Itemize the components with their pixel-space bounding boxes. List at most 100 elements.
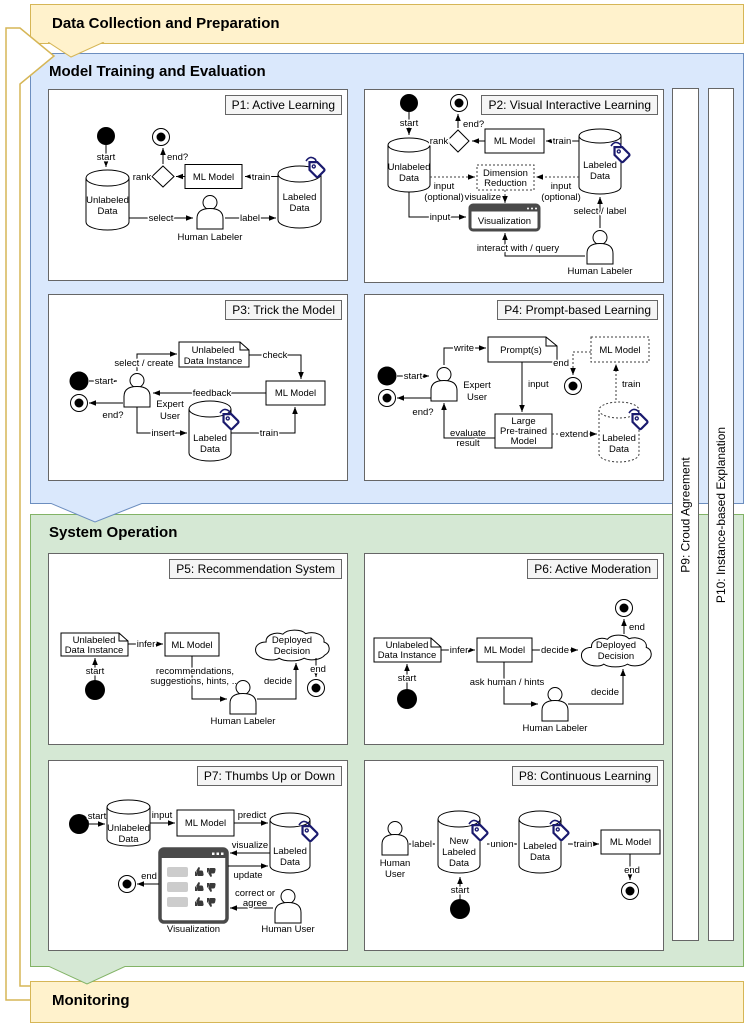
p7-labeled-data-cylinder [269, 812, 311, 874]
region-system-operation: System Operation P5: Recommendation Syst… [30, 514, 744, 967]
p7-start-node [69, 814, 89, 834]
p5-cloud-line1: Deployed [272, 635, 312, 646]
p4-end-node-mid [564, 377, 582, 395]
p1-decision-diamond [151, 165, 175, 188]
p6-ml-model-label: ML Model [484, 645, 525, 656]
p4-ml-model-box [590, 336, 650, 363]
p8-start-node [450, 899, 470, 919]
p2-human-labeler-icon [586, 230, 614, 265]
p7-ml-model-label: ML Model [185, 818, 226, 829]
panel-p6: P6: Active Moderation Unlabeled Data Ins… [364, 553, 664, 745]
p4-start-node [377, 366, 397, 386]
p7-diagram: start Unlabeled Data input ML Model pred… [69, 799, 320, 935]
p7-human-user-icon [274, 889, 302, 924]
p8-human-user-icon [381, 821, 409, 856]
p3-label-select-create: select / create [114, 358, 173, 369]
p3-title: P3: Trick the Model [225, 300, 342, 320]
phase-title-operation: System Operation [49, 524, 178, 541]
training-notch [50, 503, 144, 523]
p1-label-endq: end? [167, 152, 188, 163]
panel-p4: P4: Prompt-based Learning start Expert U… [364, 294, 664, 481]
p6-edge-ask [503, 662, 538, 707]
p2-ml-model-label: ML Model [494, 136, 535, 147]
p1-start-node [97, 127, 115, 145]
p1-human-labeler-label: Human Labeler [178, 232, 243, 243]
p2-ml-model-box [484, 128, 545, 154]
p8-new-line3: Data [449, 858, 470, 869]
banner-monitoring: Monitoring [30, 981, 744, 1023]
p5-label-rec1: recommendations, [156, 666, 234, 677]
p2-visualization-label: Visualization [478, 216, 531, 227]
p7-end-node [118, 875, 136, 893]
p5-unlabeled-instance-doc [60, 632, 129, 657]
p7-label-visualize: visualize [232, 840, 268, 851]
p8-label-start: start [451, 885, 470, 896]
p4-labeled-line2: Data [609, 444, 630, 455]
phase-title-training: Model Training and Evaluation [49, 63, 266, 80]
p8-label-label: label [412, 839, 432, 850]
p6-label-infer: infer [450, 645, 468, 656]
p6-label-decide1: decide [541, 645, 569, 656]
p2-end-node [450, 94, 468, 112]
p5-start-node [85, 680, 105, 700]
p5-label-end: end [310, 664, 326, 675]
p4-lptm-box [494, 413, 553, 449]
region-model-training: Model Training and Evaluation P1: Active… [30, 53, 744, 504]
p3-edge-select-create [136, 351, 177, 371]
p7-visualization-label: Visualization [167, 924, 220, 935]
panel-p3: P3: Trick the Model start end? Expert Us… [48, 294, 348, 481]
p3-udi-line2: Data Instance [184, 356, 243, 367]
p2-label-rank: rank [430, 136, 449, 147]
p2-unlabeled-line2: Data [399, 173, 420, 184]
p4-prompts-label: Prompt(s) [500, 345, 542, 356]
p2-dim-line1: Dimension [483, 168, 528, 179]
p2-label-interact: interact with / query [477, 243, 560, 254]
phase-title-monitoring: Monitoring [52, 992, 130, 1009]
p4-title: P4: Prompt-based Learning [497, 300, 658, 320]
p8-labeled-line2: Data [530, 852, 551, 863]
bar-p10-instance-explanation: P10: Instance-based Explanation [708, 88, 734, 941]
p3-label-check: check [263, 350, 288, 361]
p7-visualization-widget [158, 847, 229, 924]
p6-udi-line1: Unlabeled [386, 640, 429, 651]
p4-label-write: write [453, 343, 474, 354]
p3-label-endq: end? [102, 410, 123, 421]
p1-label-train: train [252, 172, 270, 183]
p2-dimension-reduction-box [476, 164, 535, 191]
p2-label-input-opt-right2: (optional) [541, 192, 581, 203]
p8-end-node [621, 882, 639, 900]
phase-title-data-collection: Data Collection and Preparation [52, 15, 280, 32]
p4-expert-line1: Expert [463, 380, 491, 391]
p8-ml-model-label: ML Model [610, 837, 651, 848]
p8-human-line2: User [385, 869, 405, 880]
p2-labeled-line1: Labeled [583, 160, 617, 171]
p4-expert-line2: User [467, 392, 487, 403]
p6-cloud-line1: Deployed [596, 640, 636, 651]
p6-start-node [397, 689, 417, 709]
p6-end-node [615, 599, 633, 617]
p5-title: P5: Recommendation System [169, 559, 342, 579]
panel-p5: P5: Recommendation System Unlabeled Data… [48, 553, 348, 745]
p2-edge-input [408, 192, 466, 220]
p7-title: P7: Thumbs Up or Down [196, 766, 342, 786]
p4-lptm-line1: Large [511, 416, 535, 427]
p3-end-node [70, 394, 88, 412]
p3-expert-line2: User [160, 411, 180, 422]
p6-diagram: Unlabeled Data Instance start infer ML M… [373, 599, 652, 734]
p2-diagram: start Unlabeled Data end? ML Model rank … [387, 94, 632, 277]
p6-cloud-line2: Decision [598, 651, 634, 662]
p4-labeled-data-cylinder [598, 401, 640, 463]
p6-udi-line2: Data Instance [378, 650, 437, 661]
p1-unlabeled-line2: Data [97, 206, 118, 217]
p3-expert-user-icon [123, 373, 151, 408]
p4-label-end: end [553, 358, 569, 369]
p5-udi-line2: Data Instance [65, 645, 124, 656]
feedback-loop-arrow [5, 27, 56, 1001]
p5-label-decide: decide [264, 676, 292, 687]
p4-label-input: input [528, 379, 549, 390]
p5-diagram: Unlabeled Data Instance start infer ML M… [60, 629, 330, 727]
p5-end-node [307, 679, 325, 697]
p6-title: P6: Active Moderation [527, 559, 658, 579]
p2-title: P2: Visual Interactive Learning [481, 95, 658, 115]
